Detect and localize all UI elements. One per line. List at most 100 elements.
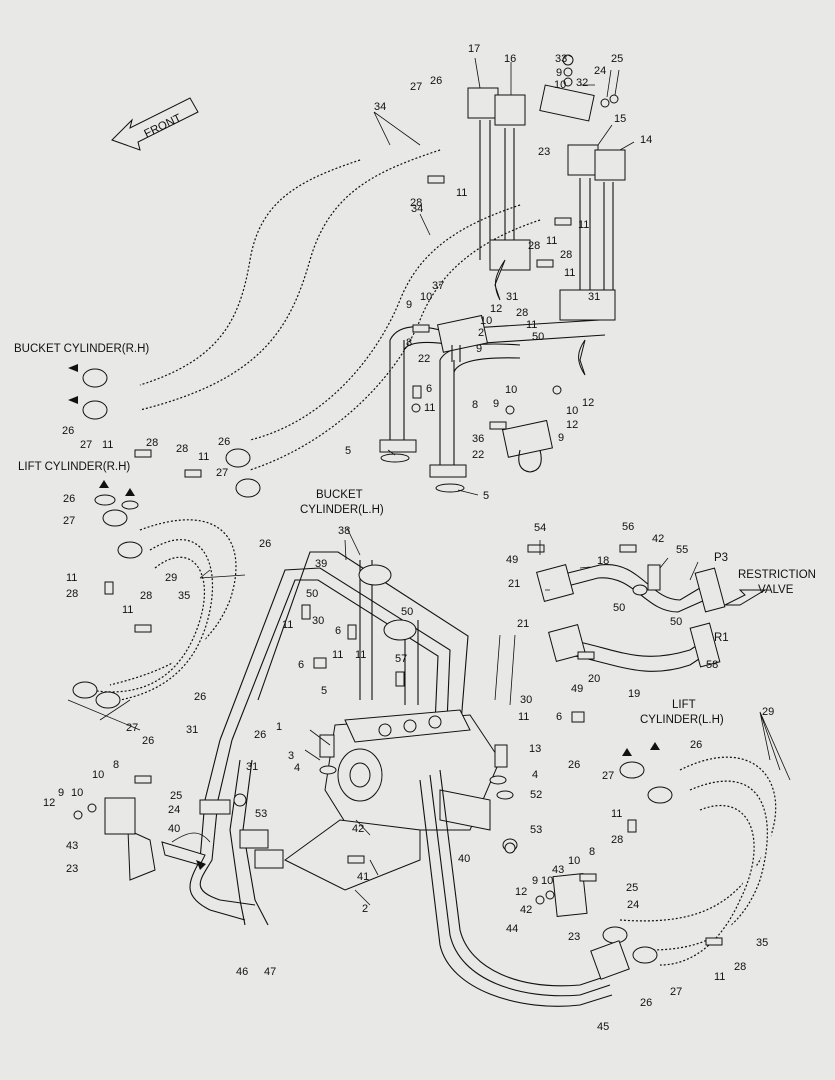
callout-10-d: 10 [505, 384, 517, 396]
callout-29-a: 29 [165, 572, 177, 584]
callout-11-c: 11 [546, 235, 557, 247]
callout-31-d: 31 [246, 761, 258, 773]
callout-21-b: 21 [517, 618, 529, 630]
callout-5-c: 5 [321, 685, 327, 697]
callout-12-e: 12 [515, 886, 527, 898]
callout-28-g: 28 [66, 588, 78, 600]
callout-10-top: 10 [554, 79, 566, 91]
callout-49-a: 49 [506, 554, 518, 566]
curved-arrows [171, 259, 586, 870]
callout-40-a: 40 [168, 823, 180, 835]
callout-27-e: 27 [602, 770, 614, 782]
callout-18: 18 [597, 555, 609, 567]
callout-28-c: 28 [560, 249, 572, 261]
callout-24-a: 24 [168, 804, 180, 816]
callout-26-e: 26 [194, 691, 206, 703]
callout-11-l: 11 [332, 649, 343, 661]
caption-p3: P3 [714, 552, 728, 564]
caption-lift-lh-2: CYLINDER(L.H) [640, 714, 724, 726]
callout-11-n: 11 [518, 711, 529, 723]
callout-33: 33 [555, 53, 567, 65]
callout-2-b: 2 [362, 903, 368, 915]
bucket-rh-fittings [68, 364, 261, 498]
callout-6-b: 6 [298, 659, 304, 671]
callout-labels: 17 16 33 9 10 32 24 25 15 14 26 27 34 23… [43, 43, 774, 1033]
callout-25-a: 25 [170, 790, 182, 802]
callout-26-i: 26 [690, 739, 702, 751]
caption-r1: R1 [714, 632, 729, 644]
callout-27-a: 27 [80, 439, 92, 451]
callout-15: 15 [614, 113, 626, 125]
callout-54: 54 [534, 522, 546, 534]
callout-17: 17 [468, 43, 480, 55]
callout-11-j: 11 [122, 604, 133, 616]
callout-8-d: 8 [589, 846, 595, 858]
leader-lines [67, 54, 791, 906]
caption-restriction-2: VALVE [758, 584, 794, 596]
brackets-group [436, 314, 554, 473]
callout-42-b: 42 [652, 533, 664, 545]
captions: BUCKET CYLINDER(R.H) LIFT CYLINDER(R.H) … [14, 343, 816, 726]
callout-1: 1 [276, 721, 282, 733]
control-valve [284, 709, 518, 891]
callout-12-d: 12 [43, 797, 55, 809]
callout-9-f: 9 [58, 787, 64, 799]
callout-26-d: 26 [63, 493, 75, 505]
callout-10-c: 10 [480, 315, 492, 327]
callout-29-b: 29 [762, 706, 774, 718]
callout-27-f: 27 [670, 986, 682, 998]
callout-12-b: 12 [582, 397, 594, 409]
callout-8-a: 8 [406, 337, 412, 349]
caption-restriction-1: RESTRICTION [738, 569, 816, 581]
callout-21-a: 21 [508, 578, 520, 590]
front-arrow-icon: FRONT [111, 97, 199, 151]
callout-11-b: 11 [578, 219, 589, 231]
callout-42-a: 42 [352, 823, 364, 835]
callout-50-e: 50 [670, 616, 682, 628]
hardware-group [73, 54, 723, 946]
callout-11-k: 11 [282, 619, 293, 631]
callout-11-g: 11 [102, 439, 113, 451]
callout-13: 13 [529, 743, 541, 755]
callout-9-top: 9 [556, 67, 562, 79]
callout-28-f: 28 [176, 443, 188, 455]
lift-lh-hoses [602, 742, 780, 969]
callout-10-e: 10 [566, 405, 578, 417]
callout-11-i: 11 [66, 572, 77, 584]
callout-9-e: 9 [558, 432, 564, 444]
callout-28-d: 28 [516, 307, 528, 319]
callout-27-b: 27 [216, 467, 228, 479]
long-pipes [219, 537, 483, 771]
callout-50-b: 50 [306, 588, 318, 600]
callout-26-top: 26 [430, 75, 442, 87]
callout-6-a: 6 [426, 383, 432, 395]
callout-11-f: 11 [424, 402, 435, 414]
callout-26-b: 26 [218, 436, 230, 448]
callout-9-d: 9 [493, 398, 499, 410]
callout-26-f: 26 [254, 729, 266, 741]
caption-lift-lh-1: LIFT [672, 699, 696, 711]
callout-24-top: 24 [594, 65, 606, 77]
callout-26-j: 26 [640, 997, 652, 1009]
callout-31-b: 31 [588, 291, 600, 303]
callout-26-g: 26 [142, 735, 154, 747]
callout-11-d: 11 [564, 267, 575, 279]
callout-52: 52 [530, 789, 542, 801]
callout-27-d: 27 [126, 722, 138, 734]
callout-28-a: 28 [410, 197, 422, 209]
callout-6-c: 6 [335, 625, 341, 637]
callout-50-d: 50 [613, 602, 625, 614]
callout-14: 14 [640, 134, 652, 146]
callout-49-b: 49 [571, 683, 583, 695]
callout-23-a: 23 [66, 863, 78, 875]
callout-56: 56 [622, 521, 634, 533]
callout-30-b: 30 [520, 694, 532, 706]
callout-23-top: 23 [538, 146, 550, 158]
callout-12-c: 12 [566, 419, 578, 431]
caption-lift-cylinder-rh: LIFT CYLINDER(R.H) [18, 461, 130, 473]
callout-46: 46 [236, 966, 248, 978]
callout-50-a: 50 [532, 331, 544, 343]
callout-20: 20 [588, 673, 600, 685]
